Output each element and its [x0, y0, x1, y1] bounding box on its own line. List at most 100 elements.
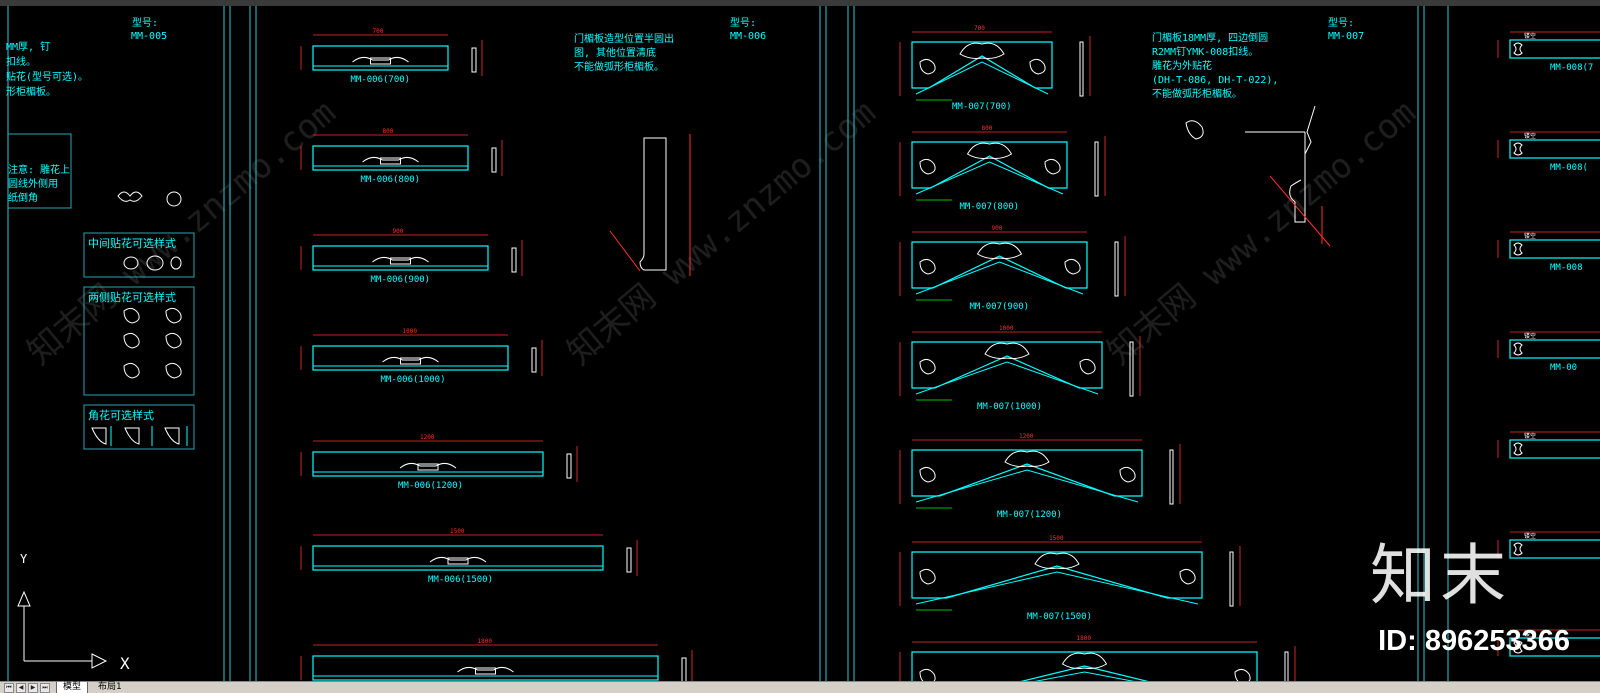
- mm006-dimension: 900: [393, 228, 404, 235]
- mm007-dimension: 800: [982, 125, 993, 132]
- mm006-dimension: 800: [383, 128, 394, 135]
- mm008-panel[interactable]: 镂空: [1497, 531, 1600, 559]
- side-flower-samples: [123, 307, 182, 379]
- tab-layout1[interactable]: 布局1: [98, 682, 122, 692]
- mm007-dimension: 1800: [1077, 635, 1092, 642]
- col1-model-code: MM-005: [131, 31, 167, 42]
- col2-note-3: 不能做弧形柜楣板。: [574, 60, 664, 73]
- mm007-dimension: 1200: [1019, 433, 1034, 440]
- mm006-panel[interactable]: 1800: [300, 638, 693, 681]
- mm007-dimension: 1500: [1049, 535, 1064, 542]
- col3-note-5: 不能做弧形柜楣板。: [1152, 87, 1242, 100]
- col2-model-code: MM-006: [730, 31, 766, 42]
- box-note-3: 纸倒角: [8, 191, 38, 204]
- col1-note-1: MM厚, 钉: [6, 41, 50, 53]
- mm006-label: MM-006(900): [371, 275, 431, 285]
- center-flower-box: [83, 232, 195, 278]
- col2-section-detail: [609, 134, 691, 276]
- corner-flower-samples: [91, 427, 180, 445]
- mm008-tag: 镂空: [1524, 132, 1536, 140]
- mm007-label: MM-007(900): [970, 302, 1030, 312]
- cad-drawing-canvas[interactable]: 知末网 www.znzmo.com 知末网 www.znzmo.com 知末网 …: [0, 6, 1600, 681]
- mm008-tag: 镂空: [1524, 332, 1536, 340]
- col3-note-2: R2MM钉YMK-008扣线。: [1152, 45, 1258, 58]
- mm006-label: MM-006(1000): [381, 375, 446, 385]
- mm007-dimension: 1000: [999, 325, 1014, 332]
- mm008-tag: 镂空: [1524, 532, 1536, 540]
- col3-model-label: 型号:: [1328, 16, 1354, 29]
- col1-note-2: 扣线。: [6, 55, 36, 68]
- mm007-dimension: 900: [992, 225, 1003, 232]
- box-note-2: 圆线外侧用: [8, 177, 58, 190]
- layout-tab-bar: ⏮ ◀ ▶ ⏭ 模型 布局1: [0, 681, 1600, 693]
- mm006-dimension: 1500: [450, 528, 465, 535]
- top-toolbar-strip: [0, 0, 1600, 6]
- mm008-panel[interactable]: 镂空 MM-008(: [1497, 131, 1600, 173]
- mm006-dimension: 1200: [420, 434, 435, 441]
- mm006-label: MM-006(700): [351, 75, 411, 85]
- side-flower-box: [83, 286, 195, 396]
- mm006-label: MM-006(1200): [398, 481, 463, 491]
- center-flower-title: 中间贴花可选样式: [88, 236, 176, 250]
- ucs-icon: [17, 590, 108, 669]
- mm006-label: MM-006(800): [361, 175, 421, 185]
- mm008-label: MM-008(7: [1550, 63, 1593, 73]
- watermark-id: ID: 896253366: [1378, 625, 1570, 657]
- corner-flower-box: [83, 404, 195, 450]
- watermark-logo: 知末: [1370, 537, 1510, 614]
- col1-note-4: 形柜楣板。: [6, 85, 56, 98]
- ucs-y-label: Y: [20, 552, 28, 566]
- col3-model-code: MM-007: [1328, 31, 1364, 42]
- col3-section-detail: [1185, 105, 1331, 247]
- site-watermark-2: 知末网 www.znzmo.com: [560, 92, 883, 372]
- mm008-label: MM-008: [1550, 263, 1583, 273]
- mm007-dimension: 700: [974, 25, 985, 32]
- col3-note-3: 雕花为外贴花: [1152, 59, 1212, 72]
- col2-model-label: 型号:: [730, 16, 756, 29]
- col1-note-3: 贴花(型号可选)。: [6, 70, 88, 83]
- mm007-label: MM-007(700): [952, 102, 1012, 112]
- mm006-dimension: 1000: [403, 328, 418, 335]
- note-box: [7, 133, 72, 209]
- mm008-tag: 镂空: [1524, 630, 1536, 638]
- site-watermark-3: 知末网 www.znzmo.com: [1100, 92, 1423, 372]
- col2-note-1: 门楣板造型位置半圆出: [574, 32, 674, 45]
- mm008-label: MM-008(: [1550, 163, 1588, 173]
- mm008-tag: 镂空: [1524, 32, 1536, 40]
- tab-model[interactable]: 模型: [56, 682, 89, 693]
- mm007-panel[interactable]: 1800: [899, 635, 1296, 681]
- mm007-label: MM-007(1000): [977, 402, 1042, 412]
- mm008-panel[interactable]: 镂空: [1497, 431, 1600, 459]
- box-note-1: 注意: 雕花上: [8, 163, 70, 176]
- mm008-panel[interactable]: 镂空: [1497, 629, 1600, 657]
- col2-note-2: 图, 其他位置清底: [574, 46, 656, 59]
- ornament-samples: [117, 191, 182, 207]
- corner-flower-title: 角花可选样式: [88, 408, 154, 422]
- corner-flower-bars: [110, 426, 188, 446]
- mm008-panel[interactable]: 镂空 MM-008(7: [1497, 31, 1600, 73]
- mm008-tag: 镂空: [1524, 432, 1536, 440]
- frame-lines: [7, 6, 1449, 681]
- mm007-label: MM-007(1500): [1027, 612, 1092, 622]
- mm006-label: MM-006(1500): [428, 575, 493, 585]
- mm007-label: MM-007(1200): [997, 510, 1062, 520]
- ucs-x-label: X: [120, 654, 130, 673]
- mm006-dimension: 1800: [478, 638, 493, 645]
- col3-note-4: (DH-T-086, DH-T-022),: [1152, 75, 1278, 86]
- center-flower-samples: [123, 255, 182, 271]
- mm007-label: MM-007(800): [960, 202, 1020, 212]
